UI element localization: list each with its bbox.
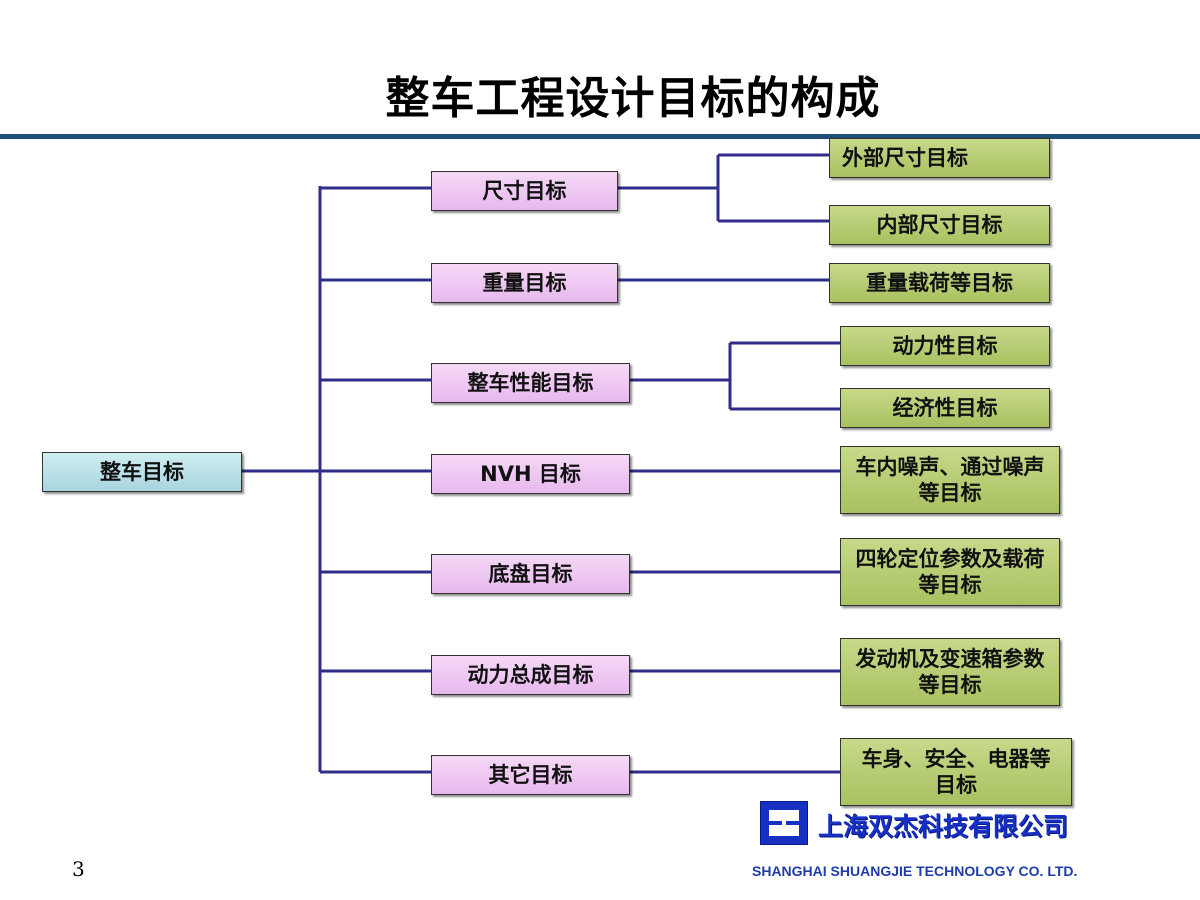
node-label: 发动机及变速箱参数等目标 [855, 647, 1045, 697]
node-category-performance: 整车性能目标 [431, 363, 630, 403]
node-leaf-wheel-alignment: 四轮定位参数及载荷等目标 [840, 538, 1060, 606]
node-label: 其它目标 [488, 763, 573, 787]
node-root-label: 整车目标 [100, 460, 184, 484]
node-category-size: 尺寸目标 [431, 171, 618, 211]
node-leaf-power-performance: 动力性目标 [840, 326, 1050, 366]
node-label: 动力性目标 [892, 334, 998, 358]
node-leaf-body-safety-electrical: 车身、安全、电器等目标 [840, 738, 1072, 806]
node-leaf-exterior-size: 外部尺寸目标 [829, 138, 1050, 178]
node-label: 整车性能目标 [467, 371, 594, 395]
node-category-weight: 重量目标 [431, 263, 618, 303]
node-label: 外部尺寸目标 [842, 146, 968, 170]
node-category-other: 其它目标 [431, 755, 630, 795]
node-category-nvh: NVH 目标 [431, 454, 630, 494]
node-leaf-engine-gearbox: 发动机及变速箱参数等目标 [840, 638, 1060, 706]
node-label: 四轮定位参数及载荷等目标 [855, 547, 1045, 597]
page-title: 整车工程设计目标的构成 [385, 73, 881, 124]
node-label: NVH 目标 [480, 462, 581, 486]
node-leaf-weight-load: 重量载荷等目标 [829, 263, 1050, 303]
node-label: 内部尺寸目标 [876, 213, 1003, 237]
node-label: 重量载荷等目标 [866, 271, 1013, 295]
company-name-cn: 上海双杰科技有限公司 [818, 812, 1069, 841]
node-label: 经济性目标 [892, 396, 998, 420]
company-logo-icon [760, 801, 808, 845]
node-leaf-noise: 车内噪声、通过噪声等目标 [840, 446, 1060, 514]
node-leaf-interior-size: 内部尺寸目标 [829, 205, 1050, 245]
node-root: 整车目标 [42, 452, 242, 492]
node-label: 车身、安全、电器等目标 [861, 747, 1051, 797]
node-label: 尺寸目标 [482, 179, 567, 203]
company-name-en: SHANGHAI SHUANGJIE TECHNOLOGY CO. LTD. [752, 863, 1078, 879]
node-label: 重量目标 [482, 271, 567, 295]
title-divider [0, 134, 1200, 139]
node-leaf-economy: 经济性目标 [840, 388, 1050, 428]
page-number: 3 [72, 857, 85, 881]
node-category-chassis: 底盘目标 [431, 554, 630, 594]
node-label: 底盘目标 [488, 562, 573, 586]
node-label: 车内噪声、通过噪声等目标 [855, 455, 1045, 505]
node-label: 动力总成目标 [467, 663, 594, 687]
node-category-powertrain: 动力总成目标 [431, 655, 630, 695]
